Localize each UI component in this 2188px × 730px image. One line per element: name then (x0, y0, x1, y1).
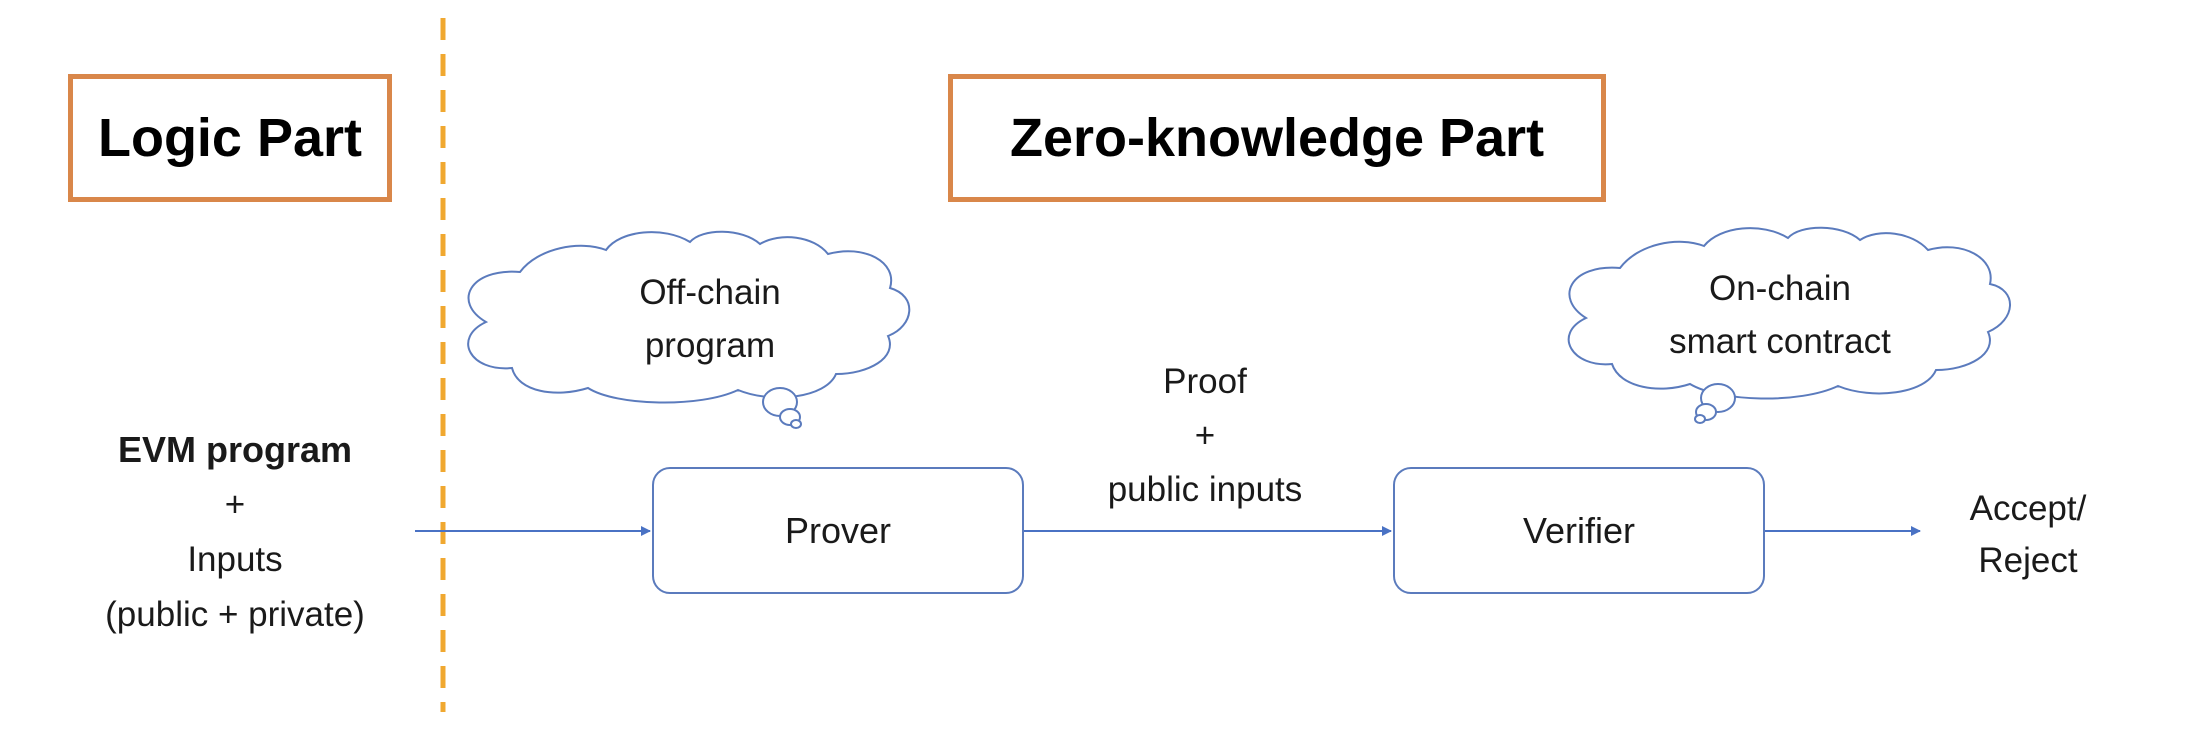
zero-knowledge-part-box: Zero-knowledge Part (948, 74, 1606, 202)
logic-part-box: Logic Part (68, 74, 392, 202)
verifier-node: Verifier (1393, 467, 1765, 594)
inputs-detail: (public + private) (105, 595, 365, 634)
offchain-cloud-line1: Off-chain (639, 273, 781, 312)
zero-knowledge-part-title: Zero-knowledge Part (1009, 108, 1545, 168)
onchain-cloud-label: On-chain smart contract (1630, 262, 1930, 368)
verifier-label: Verifier (1522, 509, 1636, 551)
onchain-cloud-line2: smart contract (1669, 322, 1891, 361)
logic-part-title: Logic Part (97, 108, 363, 168)
proof-line1: Proof (1163, 362, 1247, 401)
evm-program-title: EVM program (117, 429, 353, 470)
prover-label: Prover (784, 509, 892, 551)
proof-line2: public inputs (1107, 470, 1303, 509)
input-plus-sign: + (224, 485, 246, 524)
result-line1: Accept/ (1969, 489, 2087, 528)
inputs-label: Inputs (187, 540, 283, 579)
proof-label: Proof + public inputs (1060, 355, 1350, 517)
result-label: Accept/ Reject (1928, 483, 2128, 587)
prover-node: Prover (652, 467, 1024, 594)
onchain-cloud-line1: On-chain (1708, 269, 1852, 308)
result-line2: Reject (1978, 541, 2078, 580)
offchain-cloud-label: Off-chain program (560, 266, 860, 372)
offchain-cloud-shape (467, 230, 911, 429)
proof-plus-sign: + (1194, 416, 1216, 455)
onchain-cloud-shape (1567, 226, 2011, 424)
evm-input-label: EVM program + Inputs (public + private) (70, 422, 400, 642)
offchain-cloud-line2: program (644, 326, 776, 365)
